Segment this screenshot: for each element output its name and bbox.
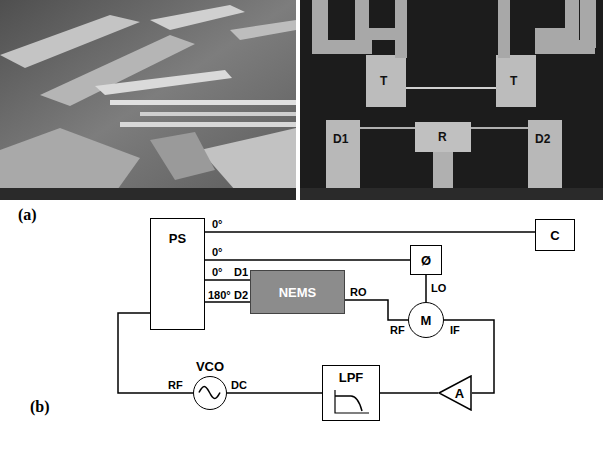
- port-label: D2: [234, 289, 248, 301]
- mixer-circle: M: [408, 302, 444, 338]
- block-label: M: [421, 313, 432, 328]
- filter-response-symbol: [331, 388, 371, 416]
- port-label: D1: [234, 266, 248, 278]
- phase-label: 0°: [211, 218, 224, 230]
- power-splitter-box: PS: [150, 218, 205, 330]
- signal-wire: [227, 392, 322, 394]
- electrode-label: T: [380, 74, 387, 88]
- panel-label: (a): [18, 206, 37, 224]
- electrode-label: R: [438, 130, 447, 144]
- nems-device-box: NEMS: [250, 270, 345, 314]
- signal-wire: [380, 392, 438, 394]
- signal-wire: [205, 301, 250, 303]
- port-label: RF: [168, 379, 183, 391]
- phase-label: 180°: [207, 289, 232, 301]
- low-pass-filter-box: LPF: [322, 365, 380, 421]
- phase-label: 0°: [211, 246, 224, 258]
- block-label: PS: [169, 231, 186, 246]
- sem-top-view: [300, 0, 603, 200]
- amplifier-triangle: A: [438, 375, 472, 411]
- port-label: RO: [350, 286, 367, 298]
- phase-shifter-box: Ø: [410, 245, 442, 275]
- signal-wire: [345, 300, 408, 320]
- port-label: IF: [450, 324, 460, 336]
- block-label: VCO: [196, 359, 224, 374]
- electrode-label: D1: [333, 132, 348, 146]
- signal-wire: [205, 279, 250, 281]
- sine-symbol: [194, 377, 225, 408]
- electrode-label: T: [510, 74, 517, 88]
- port-label: DC: [231, 379, 247, 391]
- signal-wire: [205, 259, 410, 261]
- block-label: NEMS: [279, 285, 317, 300]
- panel-label: (b): [30, 398, 50, 416]
- block-label: Ø: [421, 253, 431, 268]
- sem-tilted-view: [0, 0, 296, 200]
- port-label: RF: [390, 324, 405, 336]
- electrode-label: D2: [535, 132, 550, 146]
- block-label: LPF: [339, 370, 364, 385]
- block-label: C: [550, 228, 559, 243]
- signal-wire: [425, 275, 427, 302]
- port-label: LO: [431, 282, 446, 294]
- counter-box: C: [535, 219, 575, 251]
- phase-label: 0°: [211, 266, 224, 278]
- vco-circle: VCO: [193, 376, 227, 410]
- block-label: A: [446, 386, 464, 401]
- signal-wire: [205, 231, 535, 233]
